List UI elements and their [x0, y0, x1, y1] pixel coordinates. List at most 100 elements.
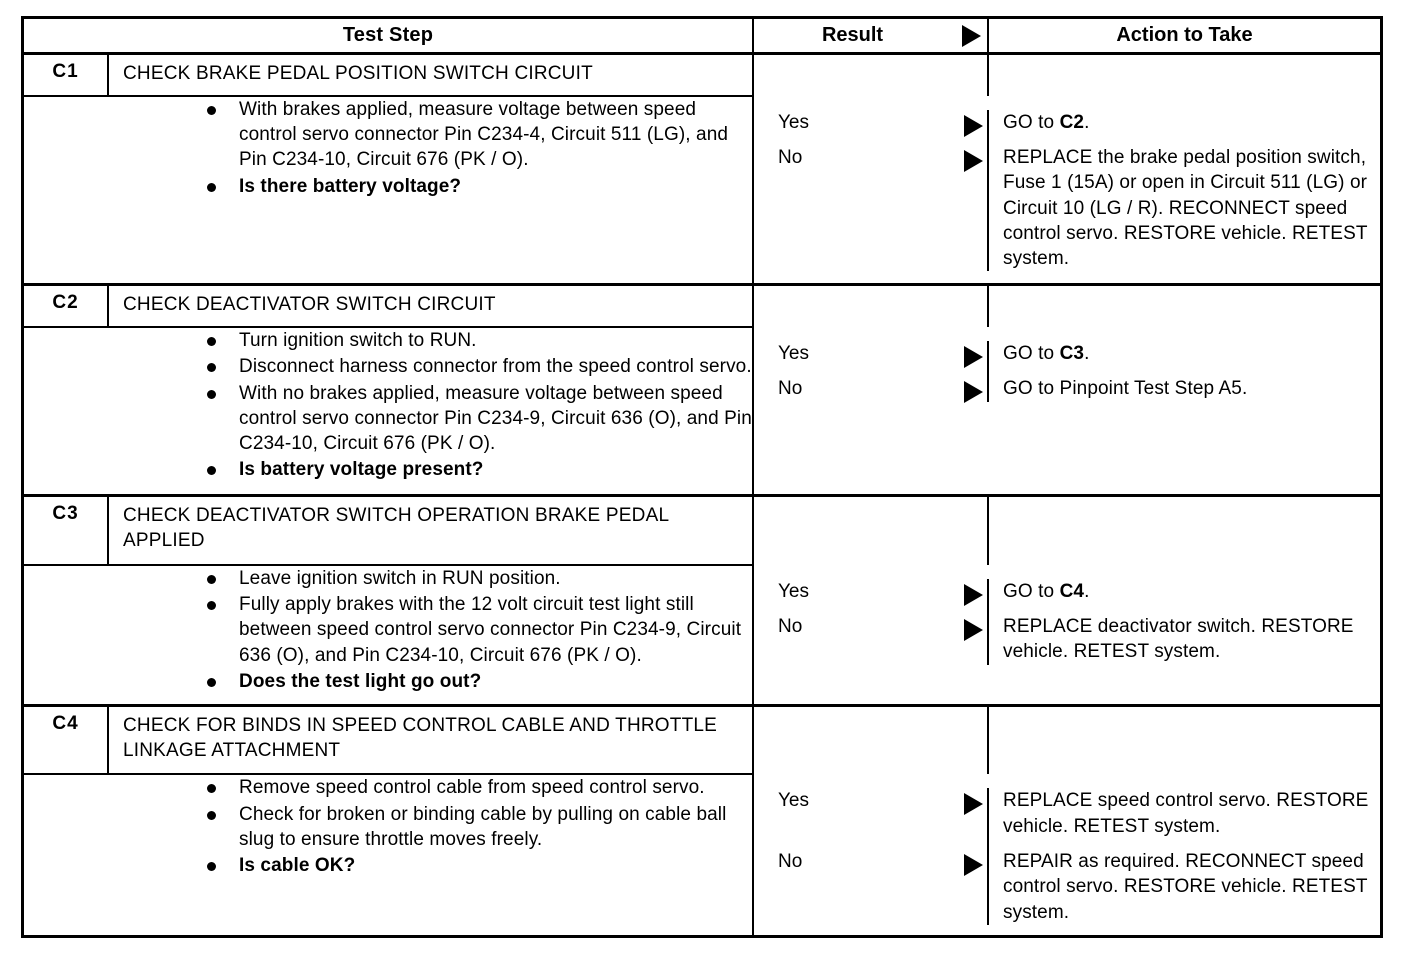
result-value: Yes	[778, 580, 809, 602]
action-text: GO to C4.	[987, 578, 1380, 605]
bullet-dot-icon	[207, 466, 216, 476]
spacer	[754, 96, 1380, 110]
bullet-dot-icon	[207, 862, 216, 872]
outcome-gap	[754, 366, 1380, 377]
result-title-spacer	[752, 283, 988, 327]
action-text: GO to C3.	[987, 341, 1380, 367]
bullet-dot-icon	[207, 182, 216, 192]
action-title-spacer	[987, 494, 1380, 565]
table-header-row: Test Step Result Action to Take	[24, 19, 1380, 55]
result-value: No	[778, 147, 803, 168]
column-header-test-step: Test Step	[24, 19, 753, 55]
spacer	[754, 135, 987, 145]
code-blank-cell	[24, 96, 108, 285]
step-title-c1: CHECK BRAKE PEDAL POSITION SWITCH CIRCUI…	[108, 51, 753, 97]
result-cell: Yes	[754, 579, 987, 606]
step-body-row: Turn ignition switch to RUN.Disconnect h…	[24, 327, 1380, 496]
result-cell: Yes	[754, 341, 987, 368]
column-header-result-label: Result	[821, 24, 884, 46]
step-title-c3: CHECK DEACTIVATOR SWITCH OPERATION BRAKE…	[108, 494, 753, 566]
outcome-gap	[754, 135, 1380, 145]
step-body-row: Leave ignition switch in RUN position.Fu…	[24, 564, 1380, 706]
triangle-right-icon	[964, 854, 983, 877]
step-instructions-cell: Turn ignition switch to RUN.Disconnect h…	[108, 327, 753, 496]
list-item: Check for broken or binding cable by pul…	[108, 802, 752, 853]
result-title-spacer	[752, 703, 988, 775]
step-instructions-cell: Remove speed control cable from speed co…	[108, 774, 753, 935]
outcome-row: Yes GO to C3.	[754, 341, 1380, 368]
result-cell: No	[754, 614, 987, 665]
outcome-row: No GO to Pinpoint Test Step A5.	[754, 376, 1380, 404]
action-title-spacer	[987, 51, 1380, 96]
result-action-cell: Yes REPLACE speed control servo. RESTORE …	[752, 774, 1380, 935]
action-text: REPLACE speed control servo. RESTORE veh…	[987, 788, 1380, 840]
step-instructions-cell: Leave ignition switch in RUN position.Fu…	[108, 565, 753, 706]
triangle-right-icon	[964, 583, 983, 606]
result-action-cell: Yes GO to C3. No GO to Pinpoint Test Step A…	[752, 327, 1380, 496]
bullet-dot-icon	[207, 337, 216, 346]
result-action-pane: Yes GO to C3. No GO to Pinpoint Test Step A…	[754, 327, 1380, 494]
step-instruction-list: Leave ignition switch in RUN position.Fu…	[108, 566, 752, 694]
code-blank-cell	[24, 327, 108, 496]
list-item: Fully apply brakes with the 12 volt circ…	[108, 592, 752, 668]
outcome-gap	[754, 839, 1380, 850]
code-blank-cell	[24, 565, 108, 706]
list-item: Is cable OK?	[108, 853, 752, 878]
result-value: Yes	[778, 111, 809, 133]
step-instruction-list: Remove speed control cable from speed co…	[108, 775, 752, 878]
step-instruction-list: With brakes applied, measure voltage bet…	[108, 97, 752, 199]
spacer	[754, 774, 1380, 788]
step-body-row: Remove speed control cable from speed co…	[24, 774, 1380, 935]
step-instructions-cell: With brakes applied, measure voltage bet…	[108, 96, 753, 285]
list-item: Remove speed control cable from speed co…	[108, 775, 752, 800]
spacer	[987, 135, 1380, 145]
bullet-dot-icon	[207, 677, 216, 687]
column-header-result: Result	[752, 19, 988, 55]
list-item: Disconnect harness connector from the sp…	[108, 354, 752, 379]
bullet-dot-icon	[207, 810, 216, 820]
spacer	[754, 366, 987, 376]
bullet-dot-icon	[207, 784, 216, 794]
list-item: Does the test light go out?	[108, 669, 752, 694]
action-title-spacer	[987, 703, 1380, 775]
triangle-right-icon	[964, 346, 983, 368]
action-text: GO to Pinpoint Test Step A5.	[987, 376, 1380, 402]
list-item: With brakes applied, measure voltage bet…	[108, 97, 752, 173]
code-blank-cell	[24, 774, 108, 935]
triangle-right-icon	[964, 381, 983, 404]
bullet-dot-icon	[207, 105, 216, 115]
triangle-right-icon	[964, 150, 983, 172]
result-value: No	[778, 851, 803, 873]
column-header-action-to-take: Action to Take	[987, 19, 1380, 55]
action-text: REPLACE deactivator switch. RESTORE vehi…	[987, 614, 1380, 665]
list-item: Is battery voltage present?	[108, 457, 752, 482]
result-cell: Yes	[754, 788, 987, 839]
result-value: No	[778, 378, 803, 400]
result-action-pane: Yes REPLACE speed control servo. RESTORE …	[754, 774, 1380, 935]
bullet-dot-icon	[207, 389, 216, 399]
list-item: Leave ignition switch in RUN position.	[108, 566, 752, 591]
result-value: Yes	[778, 343, 809, 364]
action-title-spacer	[987, 283, 1380, 327]
result-title-spacer	[752, 51, 988, 96]
triangle-right-icon	[964, 793, 983, 816]
step-code-c4: C4	[24, 703, 109, 776]
spacer	[987, 604, 1380, 615]
result-cell: Yes	[754, 110, 987, 137]
result-value: Yes	[778, 790, 809, 812]
spacer	[754, 839, 987, 849]
step-body-row: With brakes applied, measure voltage bet…	[24, 95, 1380, 285]
